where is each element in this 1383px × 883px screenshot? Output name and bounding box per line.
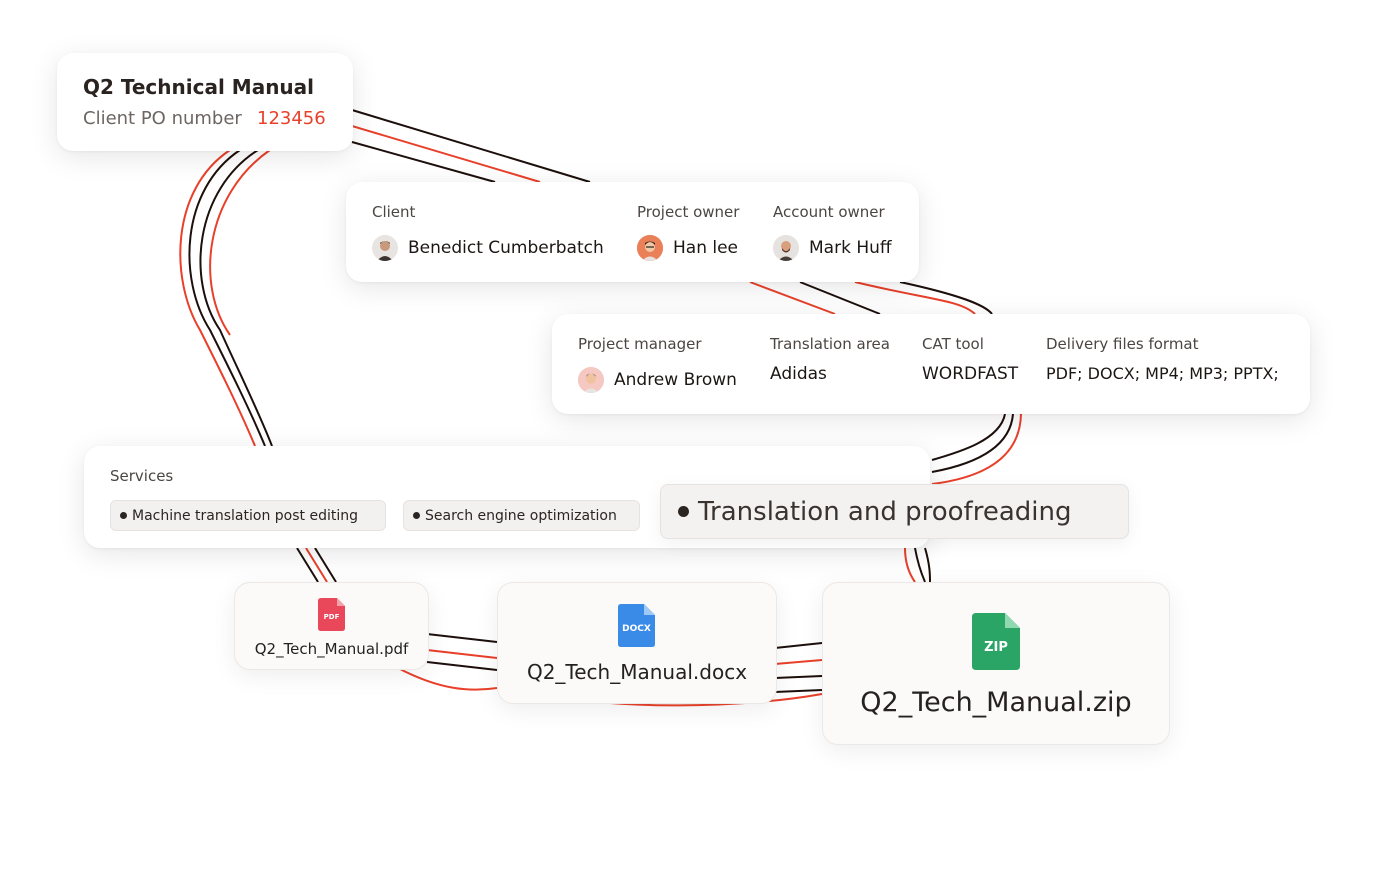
service-chip-label: Machine translation post editing	[132, 507, 358, 524]
project-manager-label: Project manager	[578, 335, 702, 353]
client-po-value: 123456	[257, 108, 326, 129]
account-owner-avatar[interactable]	[773, 235, 799, 261]
bullet-dot-icon	[678, 506, 689, 517]
client-name[interactable]: Benedict Cumberbatch	[408, 238, 604, 258]
project-details-card: Project manager Andrew Brown Translation…	[552, 314, 1310, 414]
project-owner-name[interactable]: Han lee	[673, 238, 739, 258]
service-chip-seo[interactable]: Search engine optimization	[403, 500, 640, 531]
client-po-label: Client PO number	[83, 108, 242, 129]
zip-badge: ZIP	[984, 640, 1008, 655]
client-label: Client	[372, 203, 416, 221]
project-owner-label: Project owner	[637, 203, 740, 221]
pdf-file-icon: PDF	[318, 598, 345, 631]
bullet-dot-icon	[413, 512, 420, 519]
translation-area-label: Translation area	[770, 335, 890, 353]
docx-file-icon: DOCX	[618, 604, 655, 647]
docx-badge: DOCX	[622, 624, 651, 634]
service-chip-label: Search engine optimization	[425, 507, 617, 524]
cat-tool-label: CAT tool	[922, 335, 984, 353]
file-card-docx[interactable]: DOCX Q2_Tech_Manual.docx	[497, 582, 777, 704]
translation-area-value: Adidas	[770, 364, 827, 384]
project-header-card: Q2 Technical Manual Client PO number 123…	[57, 53, 353, 151]
cat-tool-value: WORDFAST	[922, 364, 1019, 384]
file-name-docx: Q2_Tech_Manual.docx	[526, 660, 748, 684]
file-name-pdf: Q2_Tech_Manual.pdf	[254, 640, 409, 658]
project-owner-avatar[interactable]	[637, 235, 663, 261]
delivery-format-value: PDF; DOCX; MP4; MP3; PPTX;	[1046, 364, 1279, 383]
file-card-pdf[interactable]: PDF Q2_Tech_Manual.pdf	[234, 582, 429, 670]
project-manager-name[interactable]: Andrew Brown	[614, 370, 737, 390]
client-avatar[interactable]	[372, 235, 398, 261]
file-card-zip[interactable]: ZIP Q2_Tech_Manual.zip	[822, 582, 1170, 745]
service-chip-mtpe[interactable]: Machine translation post editing	[110, 500, 386, 531]
services-label: Services	[110, 467, 174, 485]
pdf-badge: PDF	[323, 613, 340, 621]
account-owner-label: Account owner	[773, 203, 885, 221]
bullet-dot-icon	[120, 512, 127, 519]
owners-card: Client Benedict Cumberbatch Project owne…	[346, 182, 919, 282]
service-chip-translation-proofreading[interactable]: Translation and proofreading	[660, 484, 1129, 539]
project-title: Q2 Technical Manual	[83, 75, 315, 99]
project-manager-avatar[interactable]	[578, 367, 604, 393]
account-owner-name[interactable]: Mark Huff	[809, 238, 892, 258]
delivery-format-label: Delivery files format	[1046, 335, 1199, 353]
service-chip-label: Translation and proofreading	[698, 496, 1072, 527]
file-name-zip: Q2_Tech_Manual.zip	[860, 687, 1132, 718]
zip-file-icon: ZIP	[972, 613, 1020, 670]
